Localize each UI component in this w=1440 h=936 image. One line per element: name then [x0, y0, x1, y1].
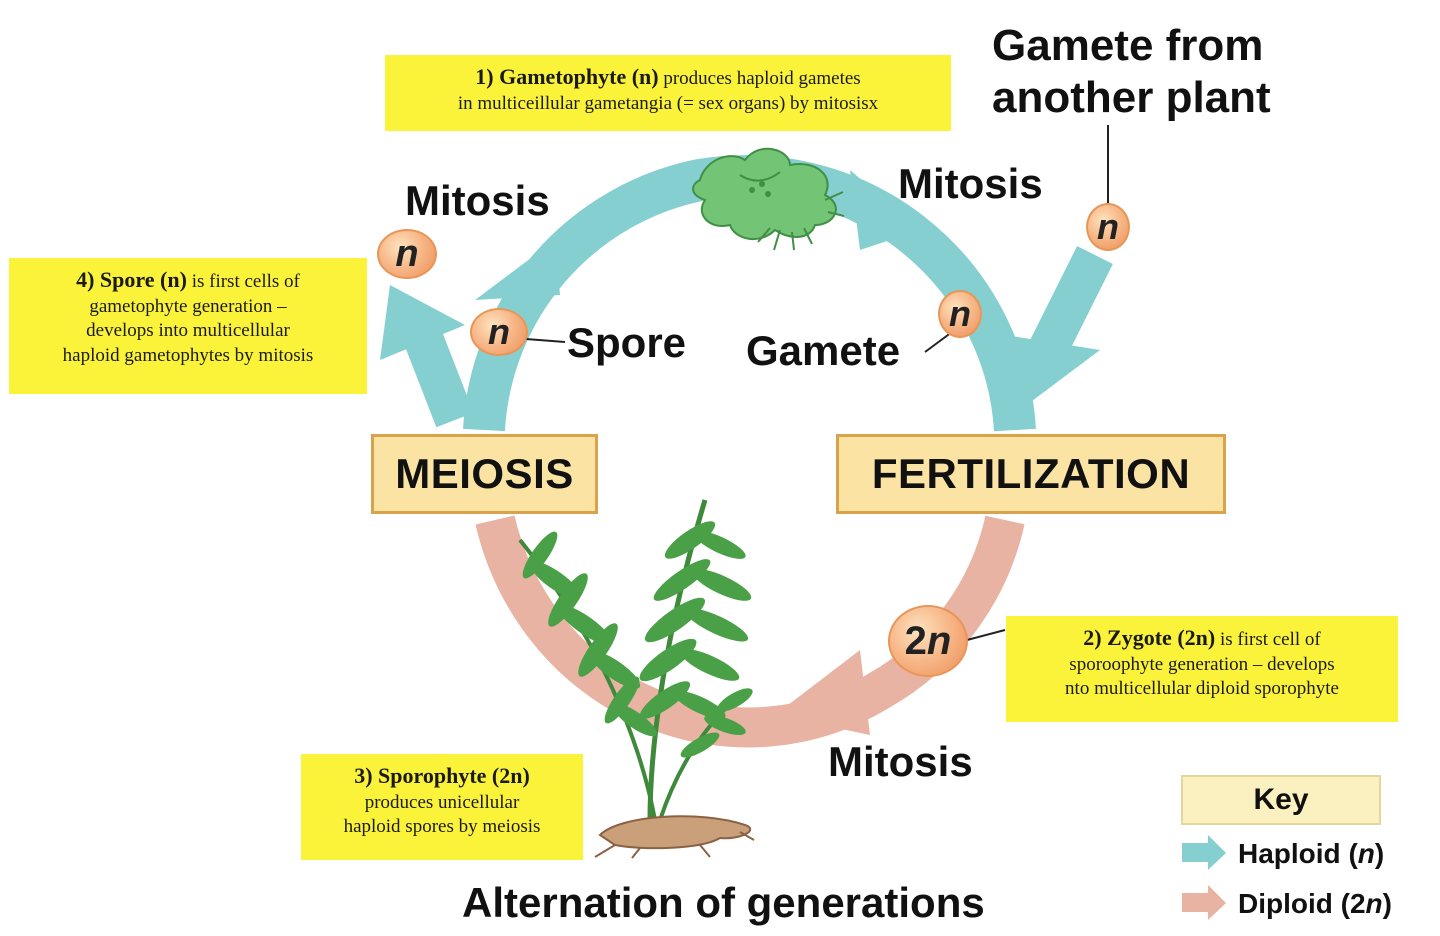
incoming-gamete-badge: n	[1086, 203, 1130, 251]
callout-line: 2) Zygote (2n) is first cell of	[1006, 624, 1398, 653]
callout-text: produces unicellular	[364, 791, 520, 813]
callout-spore: 4) Spore (n) is first cells of gametophy…	[9, 258, 367, 394]
callout-line: 3) Sporophyte (2n)	[301, 762, 583, 791]
spore-outward-arrowhead	[380, 285, 465, 360]
gamete-label: Gamete	[746, 327, 901, 374]
badge-n-text: n	[1097, 206, 1119, 247]
key-haploid-symbol: n	[1357, 838, 1375, 869]
callout-text: is first cells of	[186, 271, 300, 292]
key-haploid-row: Haploid (n)	[1238, 838, 1384, 870]
key-title: Key	[1181, 775, 1381, 825]
key-close-paren: )	[1374, 838, 1385, 869]
meiosis-box: MEIOSIS	[371, 434, 598, 514]
key-haploid-arrow-icon	[1182, 835, 1226, 870]
callout-text: haploid gametophytes by mitosis	[62, 345, 314, 367]
zygote-leader-line	[966, 629, 1006, 641]
key-close-paren: )	[1382, 888, 1392, 919]
key-diploid-symbol: n	[1365, 888, 1383, 919]
spore-leader-line	[525, 338, 566, 343]
callout-text: haploid spores by meiosis	[343, 816, 541, 838]
callout-sporophyte: 3) Sporophyte (2n) produces unicellular …	[301, 754, 583, 860]
spore-badge: n	[470, 308, 528, 356]
badge-two-text: 2	[904, 618, 927, 663]
diploid-arrowhead	[775, 650, 870, 735]
incoming-gamete-arrowhead	[1005, 335, 1100, 410]
key-diploid-arrow-icon	[1182, 885, 1226, 920]
callout-line: 1) Gametophyte (n) produces haploid game…	[385, 63, 951, 92]
callout-text: develops into multicellular	[86, 320, 290, 342]
badge-n-text: n	[395, 232, 419, 275]
callout-line: 4) Spore (n) is first cells of	[9, 266, 367, 295]
mitosis-bottom-label: Mitosis	[828, 738, 973, 785]
haploid-badge-left: n	[377, 229, 437, 279]
fertilization-box: FERTILIZATION	[836, 434, 1226, 514]
spore-outward-arrow	[401, 322, 474, 428]
haploid-arrowhead-top	[850, 170, 920, 250]
incoming-gamete-arrow	[1027, 246, 1113, 364]
callout-text: produces haploid gametes	[658, 68, 861, 89]
callout-bold: 3) Sporophyte (2n)	[354, 763, 530, 788]
callout-bold: 2) Zygote (2n)	[1083, 625, 1216, 650]
callout-zygote: 2) Zygote (2n) is first cell of sporooph…	[1006, 616, 1398, 722]
gamete-from-label-line2: another plant	[992, 73, 1271, 122]
key-diploid-row: Diploid (2n)	[1238, 888, 1392, 920]
haploid-arrowhead-upper-left	[475, 240, 560, 300]
callout-text: in multiceillular gametangia (= sex orga…	[457, 92, 879, 114]
gamete-badge: n	[938, 290, 982, 338]
mitosis-right-label: Mitosis	[898, 160, 1043, 207]
diagram-title: Alternation of generations	[462, 879, 985, 926]
spore-label: Spore	[567, 319, 687, 366]
fern-illustration	[518, 499, 755, 859]
callout-bold: 1) Gametophyte (n)	[475, 64, 659, 89]
callout-text: is first cell of	[1215, 629, 1321, 650]
badge-n-text: n	[949, 293, 971, 334]
callout-bold: 4) Spore (n)	[76, 267, 187, 292]
callout-text: sporoophyte generation – develops	[1069, 653, 1335, 675]
callout-text: gametophyte generation –	[89, 295, 287, 317]
badge-n-text: n	[488, 311, 510, 352]
key-haploid-label: Haploid (	[1238, 838, 1358, 869]
mitosis-left-label: Mitosis	[405, 177, 550, 224]
gametophyte-illustration	[692, 147, 845, 251]
callout-text: nto multicellular diploid sporophyte	[1065, 678, 1339, 700]
gamete-from-label-line1: Gamete from	[992, 21, 1264, 70]
badge-n-text: n	[926, 618, 952, 663]
gamete-leader-line	[924, 331, 953, 353]
key-diploid-label: Diploid (2	[1238, 888, 1366, 919]
callout-gametophyte: 1) Gametophyte (n) produces haploid game…	[385, 55, 951, 131]
